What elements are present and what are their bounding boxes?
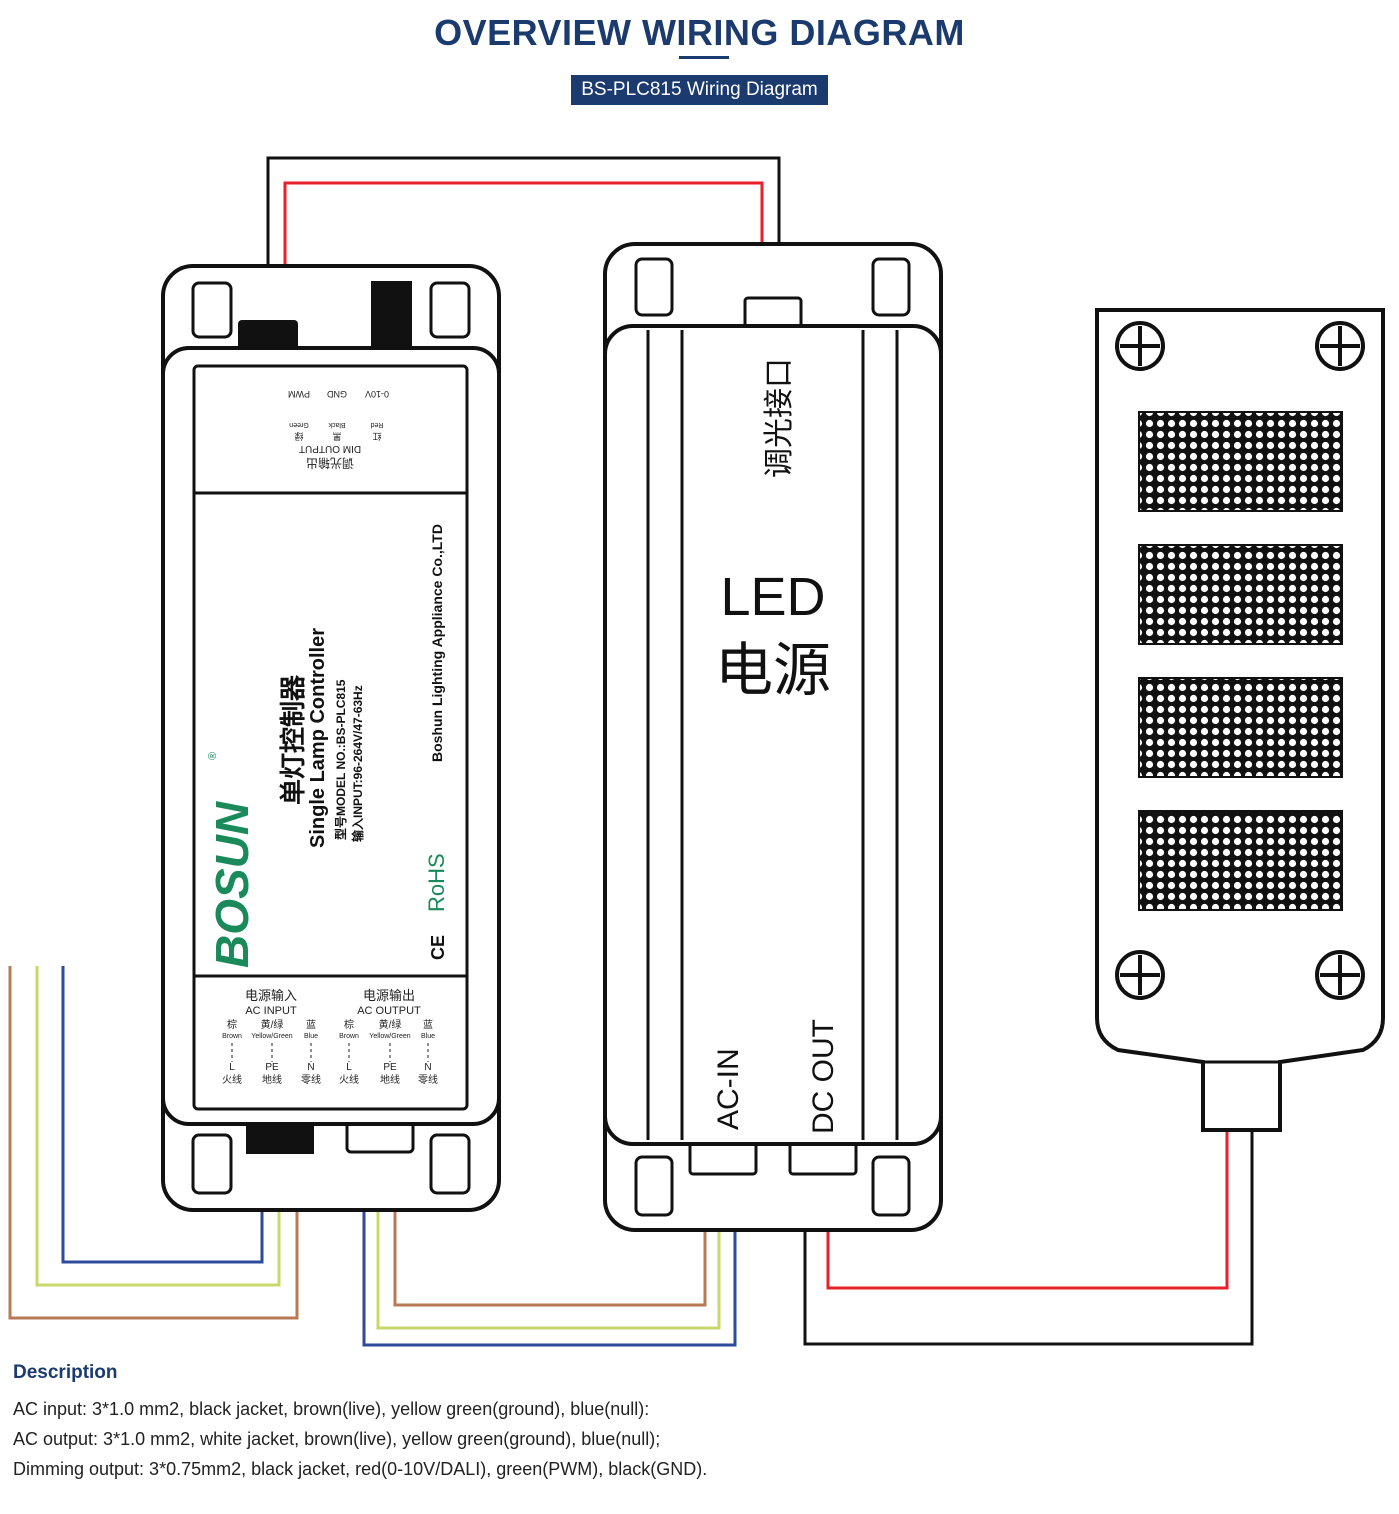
description-line: Dimming output: 3*0.75mm2, black jacket,… — [13, 1459, 708, 1479]
led-array — [1138, 544, 1343, 645]
ac-input-label: 电源输入 AC INPUT 棕 黄/绿 蓝 Brown Yellow/Green… — [222, 988, 321, 1086]
svg-text:AC-IN: AC-IN — [712, 1048, 745, 1130]
ce-mark: CE — [428, 935, 448, 960]
dim-output-label: 0-10V GND PWM Red Black Green 红 黑 绿 DIM … — [288, 389, 389, 471]
svg-text:型号MODEL NO.:BS-PLC815: 型号MODEL NO.:BS-PLC815 — [333, 679, 348, 840]
ac-output-terminal-cn: 火线 — [339, 1073, 359, 1086]
title-underline — [679, 56, 729, 59]
ac-output-terminal: N — [424, 1062, 431, 1073]
ac-output-color-en: Blue — [421, 1033, 435, 1040]
ac-input-color-en: Blue — [304, 1033, 318, 1040]
dim-output-color-green-cn: 绿 — [294, 431, 303, 442]
rohs-mark: RoHS — [424, 853, 449, 912]
ac-input-title-cn: 电源输入 — [245, 988, 297, 1003]
dim-wire-black — [266, 156, 781, 322]
controller-name-cn: 单灯控制器 — [278, 674, 308, 805]
svg-text:Boshun Lighting Appliance Co.,: Boshun Lighting Appliance Co.,LTD — [429, 524, 445, 762]
description-line: AC output: 3*1.0 mm2, white jacket, brow… — [13, 1429, 661, 1449]
ac-input-color-cn: 棕 — [227, 1018, 237, 1031]
svg-text:CE: CE — [428, 935, 448, 960]
svg-text:Single Lamp Controller: Single Lamp Controller — [307, 628, 329, 848]
company-name: Boshun Lighting Appliance Co.,LTD — [429, 524, 445, 762]
ac-output-color-en: Yellow/Green — [369, 1033, 410, 1040]
page-subtitle: BS-PLC815 Wiring Diagram — [571, 75, 828, 105]
controller-name-en: Single Lamp Controller — [307, 628, 329, 848]
description-line: AC input: 3*1.0 mm2, black jacket, brown… — [13, 1399, 650, 1419]
ac-output-color-en: Brown — [339, 1033, 359, 1040]
led-driver — [603, 242, 943, 1232]
ac-input-terminal: N — [307, 1062, 314, 1073]
ac-input-color-en: Brown — [222, 1033, 242, 1040]
screw-icon — [1315, 950, 1365, 1000]
ac-output-terminal: PE — [383, 1062, 397, 1073]
ac-input-terminal-cn: 火线 — [222, 1073, 242, 1086]
bosun-logo: BOSUN ® — [206, 752, 258, 968]
dim-output-color-black: Black — [328, 421, 346, 428]
ac-output-terminal-cn: 零线 — [418, 1073, 438, 1086]
ac-input-terminal-cn: 零线 — [301, 1073, 321, 1086]
dim-output-label-0-10v: 0-10V — [365, 389, 389, 399]
ac-output-color-cn: 棕 — [344, 1018, 354, 1031]
screw-icon — [1115, 321, 1165, 371]
screw-icon — [1115, 950, 1165, 1000]
ac-output-title-cn: 电源输出 — [363, 988, 415, 1003]
driver-title-led: LED — [720, 567, 825, 627]
ac-input-terminal-cn: 地线 — [262, 1073, 282, 1086]
led-array — [1138, 810, 1343, 911]
ac-output-title-en: AC OUTPUT — [357, 1005, 421, 1017]
description-heading: Description — [13, 1362, 118, 1383]
ac-input-title-en: AC INPUT — [245, 1005, 297, 1017]
led-lamp — [1095, 308, 1385, 1132]
brand-registered-mark: ® — [207, 752, 219, 760]
svg-text:DC OUT: DC OUT — [807, 1019, 840, 1134]
dim-output-label-gnd: GND — [327, 389, 348, 399]
dim-output-color-red-cn: 红 — [372, 431, 381, 442]
dim-output-title-cn: 调光输出 — [306, 456, 354, 471]
led-array — [1138, 677, 1343, 778]
dim-output-color-green: Green — [289, 421, 309, 428]
ac-output-wires — [362, 1150, 737, 1347]
ac-input-color-en: Yellow/Green — [251, 1033, 292, 1040]
ac-input-terminal: PE — [265, 1062, 279, 1073]
dim-output-title-en: DIM OUTPUT — [299, 443, 361, 454]
dim-output-color-red: Red — [370, 421, 383, 428]
brand-name: BOSUN — [206, 801, 258, 968]
controller-model: 型号MODEL NO.:BS-PLC815 — [333, 679, 348, 840]
single-lamp-controller — [161, 264, 501, 1212]
controller-input: 输入INPUT:96-264V/47-63Hz — [350, 685, 365, 842]
dim-port-label: 调光接口 — [763, 358, 796, 478]
svg-text:RoHS: RoHS — [424, 853, 449, 912]
screw-icon — [1315, 321, 1365, 371]
page-title: OVERVIEW WIRING DIAGRAM — [434, 12, 965, 53]
driver-title-power: 电源 — [715, 638, 831, 703]
ac-input-color-cn: 蓝 — [306, 1019, 316, 1031]
svg-text:单灯控制器: 单灯控制器 — [278, 674, 308, 805]
ac-input-terminal: L — [229, 1062, 235, 1073]
ac-output-terminal: L — [346, 1062, 352, 1073]
ac-input-color-cn: 黄/绿 — [261, 1018, 284, 1031]
description: Description AC input: 3*1.0 mm2, black j… — [13, 1362, 1373, 1484]
dc-out-label: DC OUT — [807, 1019, 840, 1134]
dim-output-color-black-cn: 黑 — [332, 431, 341, 441]
svg-text:调光接口: 调光接口 — [763, 358, 796, 478]
svg-text:输入INPUT:96-264V/47-63Hz: 输入INPUT:96-264V/47-63Hz — [350, 685, 365, 842]
wiring-diagram: 0-10V GND PWM Red Black Green 红 黑 绿 DIM … — [8, 156, 1385, 1347]
ac-output-terminal-cn: 地线 — [380, 1073, 400, 1086]
ac-output-color-cn: 蓝 — [423, 1019, 433, 1031]
dim-output-label-pwm: PWM — [288, 389, 310, 399]
ac-output-color-cn: 黄/绿 — [379, 1018, 402, 1031]
ac-output-label: 电源输出 AC OUTPUT 棕 黄/绿 蓝 Brown Yellow/Gree… — [339, 988, 438, 1086]
ac-in-label: AC-IN — [712, 1048, 745, 1130]
led-array — [1138, 411, 1343, 512]
